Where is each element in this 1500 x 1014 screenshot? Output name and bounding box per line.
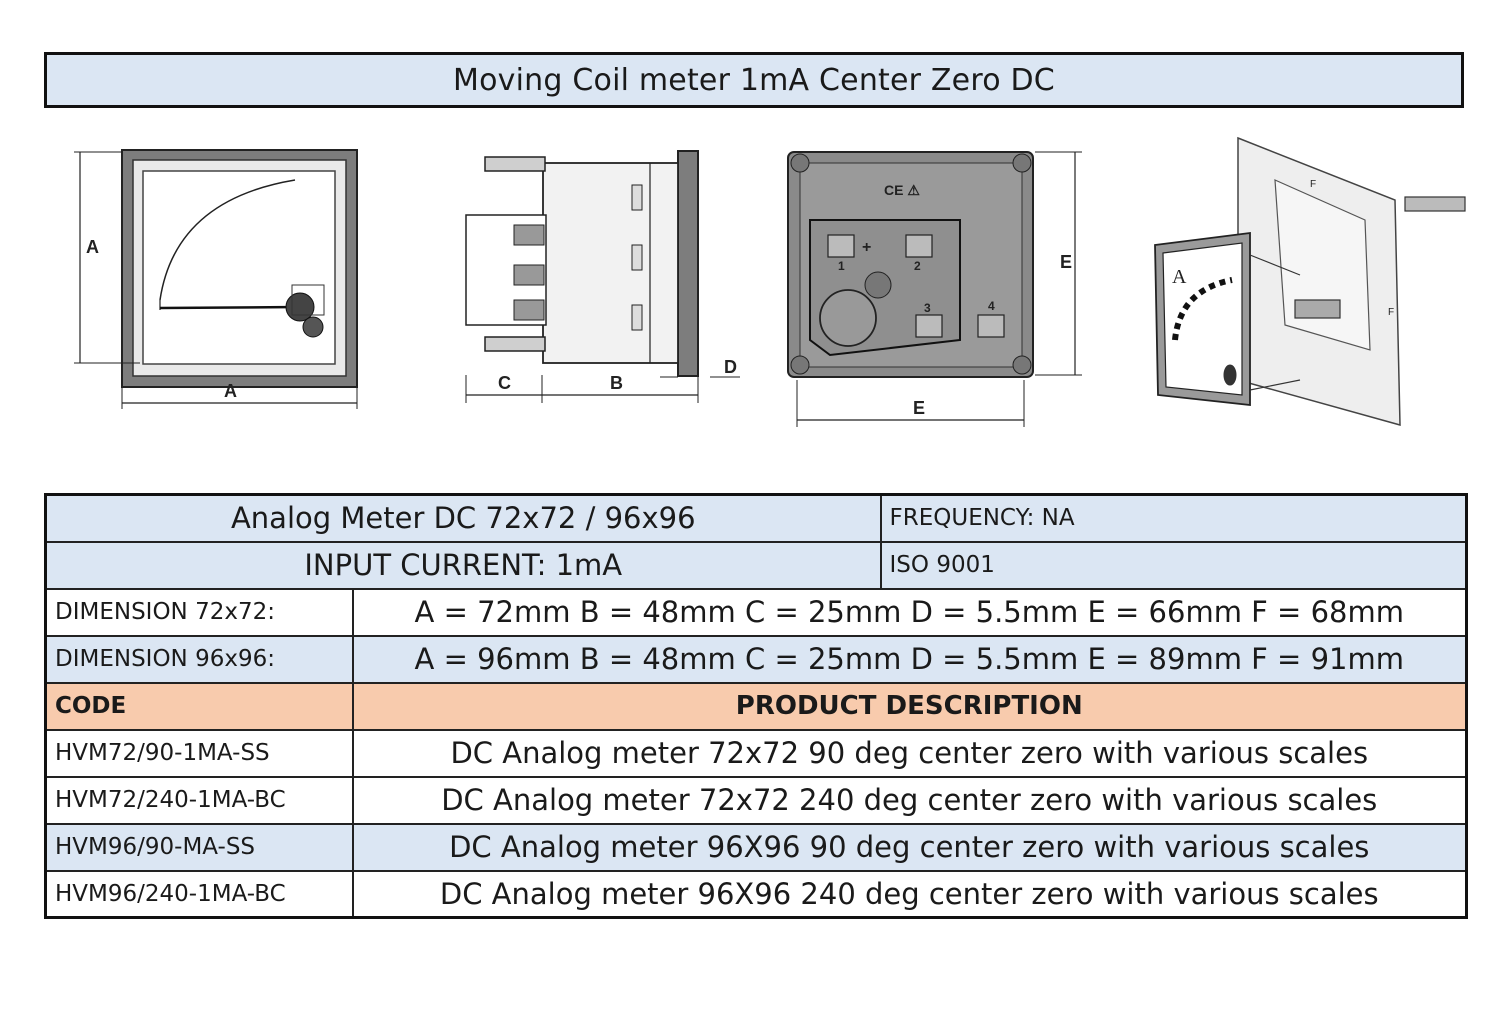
product-code: HVM72/240-1MA-BC [44,775,354,825]
product-row: HVM72/90-1MA-SS DC Analog meter 72x72 90… [44,728,1468,778]
dimension-value: A = 96mm B = 48mm C = 25mm D = 5.5mm E =… [351,634,1468,684]
rear-dimension-e-vertical: E [1060,252,1072,272]
product-description: DC Analog meter 72x72 240 deg center zer… [351,775,1468,825]
isometric-view-drawing [1154,136,1466,426]
side-dimension-c: C [498,373,511,393]
iso-dimension-f-top: F [1310,179,1316,190]
rear-dimension-e-horizontal: E [913,398,925,418]
rear-terminal-1: 1 [838,259,845,273]
specification-table: Analog Meter DC 72x72 / 96x96 FREQUENCY:… [44,493,1469,919]
product-code: HVM96/90-MA-SS [44,822,354,872]
dimension-value: A = 72mm B = 48mm C = 25mm D = 5.5mm E =… [351,587,1468,637]
dimension-label: DIMENSION 96x96: [44,634,354,684]
front-view-drawing [74,149,358,409]
side-dimension-b: B [610,373,623,393]
product-row: HVM96/90-MA-SS DC Analog meter 96X96 90 … [44,822,1468,872]
front-dimension-a-vertical: A [86,237,99,257]
rear-marks: CE ⚠ [884,182,920,198]
iso-cell: ISO 9001 [879,540,1468,590]
rear-view-drawing [787,151,1082,427]
product-description: DC Analog meter 96X96 90 deg center zero… [351,822,1468,872]
spec-row-model: Analog Meter DC 72x72 / 96x96 FREQUENCY:… [44,493,1468,543]
rear-terminal-4: 4 [988,299,995,313]
frequency-cell: FREQUENCY: NA [879,493,1468,543]
product-description: DC Analog meter 72x72 90 deg center zero… [351,728,1468,778]
page-title: Moving Coil meter 1mA Center Zero DC [453,62,1055,98]
product-row: HVM72/240-1MA-BC DC Analog meter 72x72 2… [44,775,1468,825]
product-row: HVM96/240-1MA-BC DC Analog meter 96X96 2… [44,869,1468,919]
rear-terminal-3: 3 [924,301,931,315]
technical-drawings: A A C B D [74,136,1466,427]
description-header: PRODUCT DESCRIPTION [351,681,1468,731]
rear-terminal-plus: + [862,239,871,256]
product-description: DC Analog meter 96X96 240 deg center zer… [351,869,1468,919]
rear-terminal-2: 2 [914,259,921,273]
side-dimension-d: D [724,357,737,377]
model-cell: Analog Meter DC 72x72 / 96x96 [44,493,882,543]
input-current-cell: INPUT CURRENT: 1mA [44,540,882,590]
spec-row-input: INPUT CURRENT: 1mA ISO 9001 [44,540,1468,590]
product-code: HVM72/90-1MA-SS [44,728,354,778]
dimension-label: DIMENSION 72x72: [44,587,354,637]
dimension-row: DIMENSION 72x72: A = 72mm B = 48mm C = 2… [44,587,1468,637]
iso-dimension-f-side: F [1388,307,1394,318]
side-view-drawing [465,150,740,403]
product-code: HVM96/240-1MA-BC [44,869,354,919]
table-header-row: CODE PRODUCT DESCRIPTION [44,681,1468,731]
front-dimension-a-horizontal: A [224,381,237,401]
code-header: CODE [44,681,354,731]
title-banner: Moving Coil meter 1mA Center Zero DC [44,52,1464,108]
dimension-row: DIMENSION 96x96: A = 96mm B = 48mm C = 2… [44,634,1468,684]
iso-scale-letter: A [1172,266,1187,288]
